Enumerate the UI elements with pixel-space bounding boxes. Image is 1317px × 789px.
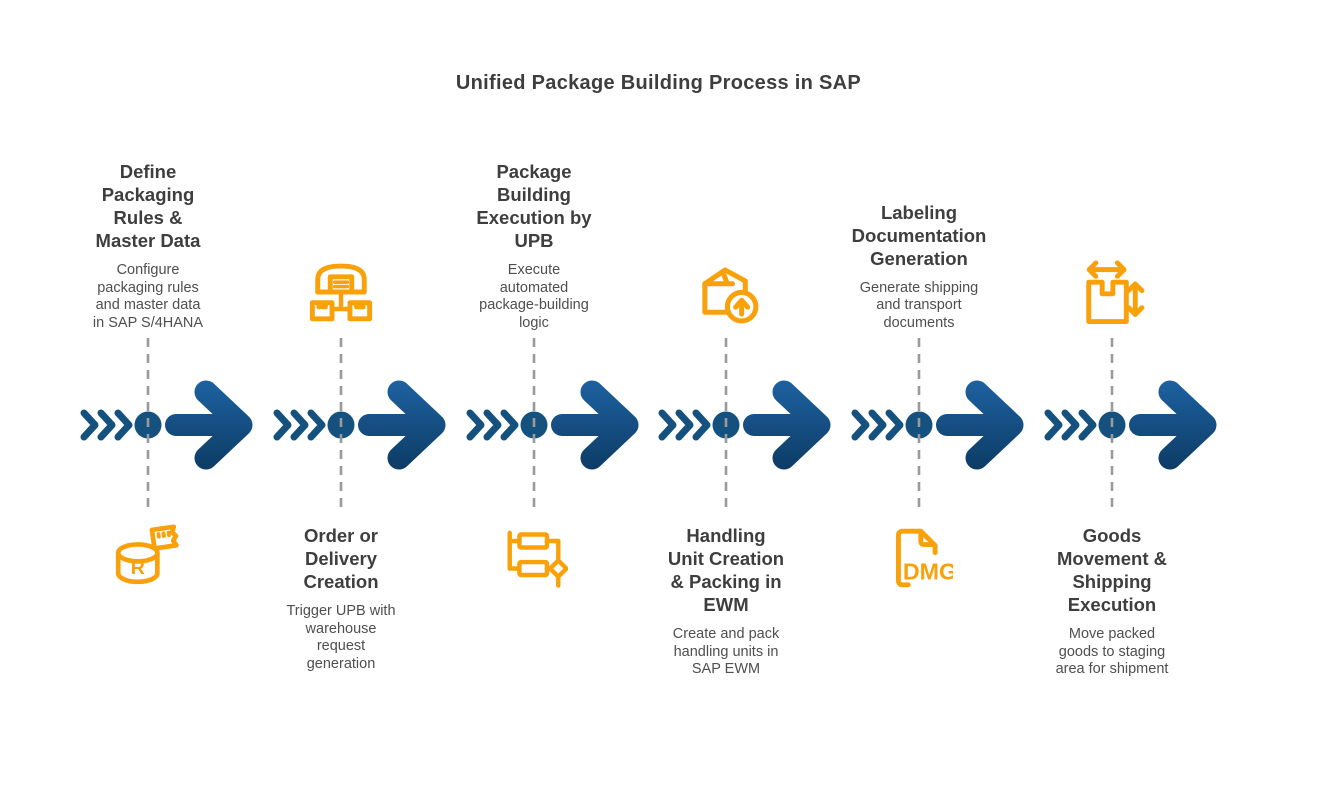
step-title: Goods Movement & Shipping Execution	[1057, 525, 1167, 615]
step-text-block: Define Packaging Rules & Master Data Con…	[43, 126, 253, 332]
step-title: Package Building Execution by UPB	[476, 161, 592, 251]
step-description: Execute automated package-building logic	[479, 262, 589, 331]
step-description: Configure packaging rules and master dat…	[92, 262, 204, 331]
step-title: Handling Unit Creation & Packing in EWM	[667, 525, 785, 615]
warehouse-distribution-icon	[307, 258, 375, 326]
triple-chevron-icon	[658, 409, 711, 441]
triple-chevron-icon	[273, 409, 326, 441]
database-rules-icon: R	[114, 524, 182, 592]
step-column-6: Goods Movement & Shipping Execution Move…	[1007, 0, 1217, 789]
step-text-block: Package Building Execution by UPB Execut…	[429, 126, 639, 332]
step-description: Move packed goods to staging area for sh…	[1055, 626, 1169, 677]
step-column-4: Handling Unit Creation & Packing in EWM …	[621, 0, 831, 789]
step-title: Order or Delivery Creation	[303, 525, 379, 592]
step-column-3: Package Building Execution by UPB Execut…	[429, 0, 639, 789]
timeline-segment	[273, 338, 446, 513]
step-column-5: Labeling Documentation Generation Genera…	[814, 0, 1024, 789]
timeline-segment	[80, 338, 253, 513]
timeline-segment	[851, 338, 1024, 513]
big-arrow-icon	[936, 380, 1024, 470]
step-description: Trigger UPB with warehouse request gener…	[286, 603, 396, 672]
triple-chevron-icon	[851, 409, 904, 441]
dmg-document-icon: DMG	[885, 524, 953, 592]
step-column-1: Define Packaging Rules & Master Data Con…	[43, 0, 253, 789]
triple-chevron-icon	[466, 409, 519, 441]
timeline-segment	[658, 338, 831, 513]
flowchart-icon	[500, 524, 568, 592]
big-arrow-icon	[1129, 380, 1217, 470]
icon-letter: DMG	[903, 558, 953, 584]
step-text-block: Handling Unit Creation & Packing in EWM …	[621, 524, 831, 679]
box-dimensions-icon	[1078, 258, 1146, 326]
step-text-block: Labeling Documentation Generation Genera…	[814, 126, 1024, 332]
timeline-segment	[466, 338, 639, 513]
step-text-block: Goods Movement & Shipping Execution Move…	[1007, 524, 1217, 679]
step-column-2: Order or Delivery Creation Trigger UPB w…	[236, 0, 446, 789]
big-arrow-icon	[743, 380, 831, 470]
step-title: Define Packaging Rules & Master Data	[95, 161, 201, 251]
package-upload-icon	[692, 258, 760, 326]
timeline-segment	[1044, 338, 1217, 513]
triple-chevron-icon	[80, 409, 133, 441]
step-text-block: Order or Delivery Creation Trigger UPB w…	[236, 524, 446, 673]
big-arrow-icon	[165, 380, 253, 470]
step-description: Create and pack handling units in SAP EW…	[672, 626, 780, 677]
step-description: Generate shipping and transport document…	[859, 279, 979, 331]
big-arrow-icon	[358, 380, 446, 470]
icon-letter: R	[131, 557, 145, 579]
step-title: Labeling Documentation Generation	[851, 201, 987, 269]
page-title: Unified Package Building Process in SAP	[455, 72, 862, 94]
triple-chevron-icon	[1044, 409, 1097, 441]
big-arrow-icon	[551, 380, 639, 470]
